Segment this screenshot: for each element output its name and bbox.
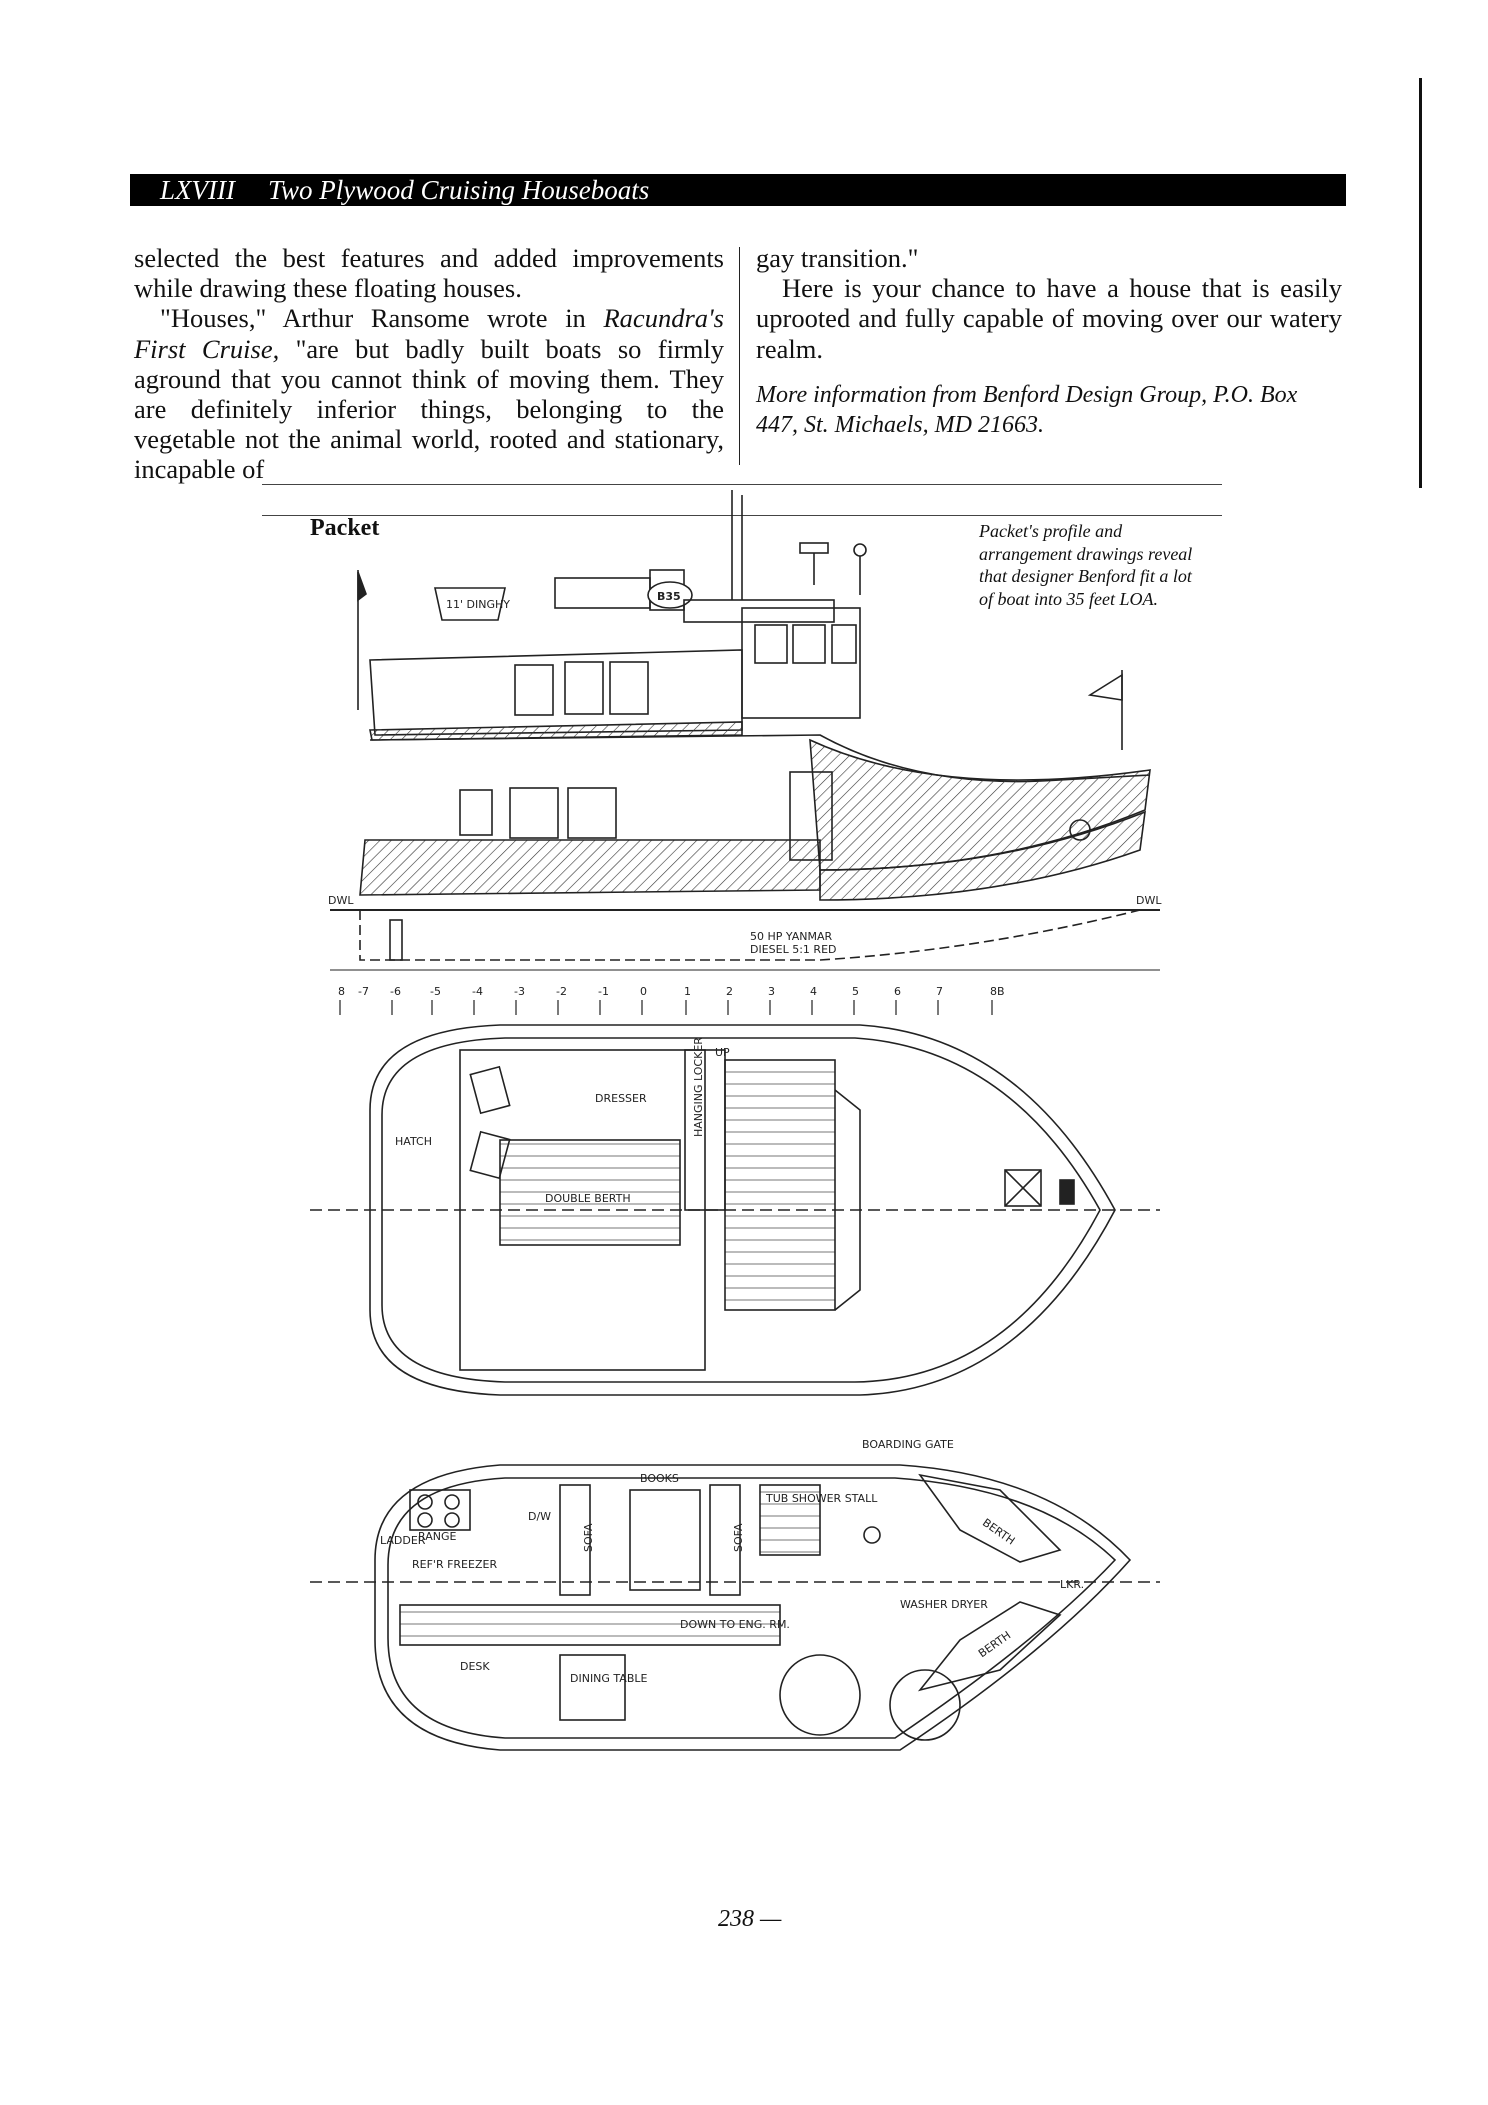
- profile-view: 11' DINGHY B35: [328, 490, 1162, 971]
- station-label: 1: [684, 985, 691, 998]
- double-berth-label: DOUBLE BERTH: [545, 1192, 631, 1205]
- book-title: Racundra's First Cruise,: [134, 303, 724, 364]
- figure-title: Packet: [310, 515, 380, 541]
- station-label: 3: [768, 985, 775, 998]
- boat-plans-drawing: 11' DINGHY B35: [300, 490, 1180, 1760]
- dresser-label: DRESSER: [595, 1092, 647, 1105]
- running-header: LXVIII Two Plywood Cruising Houseboats: [130, 174, 1346, 206]
- chapter-title: Two Plywood Cruising Houseboats: [268, 175, 650, 205]
- quote-text: "are but badly built boats so firmly agr…: [134, 333, 725, 485]
- dw-label: D/W: [528, 1510, 551, 1523]
- left-paragraph-2: "Houses," Arthur Ransome wrote in Racund…: [134, 303, 724, 484]
- left-column: selected the best features and added imp…: [134, 243, 724, 485]
- station-label: -6: [390, 985, 401, 998]
- right-paragraph-2: Here is your chance to have a house that…: [756, 273, 1342, 364]
- station-label: 2: [726, 985, 733, 998]
- hatch-label: HATCH: [395, 1135, 432, 1148]
- books-label: BOOKS: [640, 1472, 679, 1485]
- hanging-locker-label: HANGING LOCKER: [692, 1037, 705, 1137]
- quote-intro: "Houses," Arthur Ransome wrote in: [160, 303, 604, 334]
- main-deck-plan: BOARDING GATE RANGE REF'R FREEZER LADDER…: [310, 1438, 1160, 1751]
- page-number: 238 —: [718, 1906, 782, 1932]
- column-divider: [739, 247, 740, 465]
- station-label: 4: [810, 985, 817, 998]
- station-label: 0: [640, 985, 647, 998]
- station-label: -5: [430, 985, 441, 998]
- dwl-label-fwd: DWL: [1136, 894, 1162, 907]
- left-paragraph-1: selected the best features and added imp…: [134, 243, 724, 304]
- right-paragraph-1: gay transition.": [756, 243, 919, 273]
- figure-caption: Packet's profile and arrangement drawing…: [979, 521, 1193, 609]
- washer-dryer-label: WASHER DRYER: [900, 1598, 988, 1611]
- up-label: UP: [715, 1046, 730, 1059]
- dinghy-label: 11' DINGHY: [446, 598, 510, 611]
- ladder-label: LADDER: [380, 1534, 426, 1547]
- right-column: gay transition." Here is your chance to …: [756, 243, 1342, 440]
- station-label: -2: [556, 985, 567, 998]
- station-markers: 8 -7 -6 -5 -4 -3 -2 -1 0 1 2 3 4 5 6 7 8…: [338, 985, 1005, 1015]
- refrig-label: REF'R FREEZER: [412, 1558, 497, 1571]
- hull-number-label: B35: [657, 590, 681, 603]
- desk-label: DESK: [460, 1660, 490, 1673]
- sofa-label-2: SOFA: [732, 1523, 745, 1552]
- figure-top-rule: [262, 484, 1222, 485]
- boat-plans-svg: 11' DINGHY B35: [310, 490, 1162, 1751]
- dining-table-label: DINING TABLE: [570, 1672, 648, 1685]
- range-label: RANGE: [418, 1530, 456, 1543]
- upper-deck-plan: DOUBLE BERTH DRESSER HATCH HANGING LOCKE…: [310, 1024, 1160, 1396]
- station-label: -1: [598, 985, 609, 998]
- sofa-label-1: SOFA: [582, 1523, 595, 1552]
- station-label: -4: [472, 985, 483, 998]
- engine-label: 50 HP YANMAR: [750, 930, 833, 943]
- station-label: 5: [852, 985, 859, 998]
- station-label: 8B: [990, 985, 1005, 998]
- station-label: 7: [936, 985, 943, 998]
- boarding-gate-label: BOARDING GATE: [862, 1438, 954, 1451]
- station-label: -3: [514, 985, 525, 998]
- down-eng-label: DOWN TO ENG. RM.: [680, 1618, 790, 1631]
- station-label: -7: [358, 985, 369, 998]
- chapter-number: LXVIII: [160, 175, 235, 205]
- dwl-label-aft: DWL: [328, 894, 354, 907]
- tub-shower-label: TUB SHOWER STALL: [765, 1492, 878, 1505]
- station-label: 6: [894, 985, 901, 998]
- contact-info: More information from Benford Design Gro…: [756, 381, 1298, 438]
- margin-rule: [1419, 78, 1422, 488]
- station-label: 8: [338, 985, 345, 998]
- lkr-label: LKR.: [1060, 1578, 1084, 1591]
- diesel-label: DIESEL 5:1 RED: [750, 943, 837, 956]
